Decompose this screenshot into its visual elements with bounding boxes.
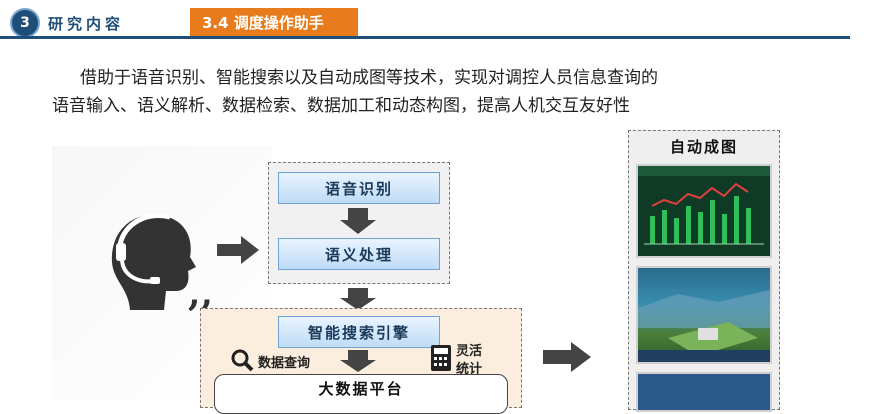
flexible-stats-label-1: 灵活 (456, 344, 483, 359)
arrow-down-icon (340, 208, 376, 234)
data-query-label: 数据查询 (258, 356, 311, 371)
arrow-right-icon (543, 342, 591, 372)
big-data-platform-label: 大数据平台 (318, 380, 404, 398)
smart-search-engine-step[interactable]: 智能搜索引擎 (278, 316, 440, 348)
calculator-icon (431, 345, 451, 371)
magnifier-icon (231, 349, 254, 372)
semantic-processing-step[interactable]: 语义处理 (278, 238, 440, 270)
map-thumbnail[interactable] (636, 266, 772, 364)
section-number-badge: 3 (10, 8, 40, 38)
intro-line-2: 语音输入、语义解析、数据检索、数据加工和动态构图，提高人机交互友好性 (52, 96, 630, 116)
svg-text:,,: ,, (188, 272, 213, 314)
intro-line-1: 借助于语音识别、智能搜索以及自动成图等技术，实现对调控人员信息查询的 (80, 68, 658, 88)
section-title: 研究内容 (48, 15, 125, 33)
arrow-down-icon (340, 350, 376, 372)
speech-recognition-step[interactable]: 语音识别 (278, 172, 440, 204)
auto-chart-title: 自动成图 (669, 138, 738, 156)
table-thumbnail[interactable] (636, 372, 772, 412)
headset-person-icon: ,, (111, 213, 213, 314)
subsection-tab: 3.4 调度操作助手 (190, 8, 358, 36)
header-divider (0, 36, 850, 39)
arrow-right-icon (217, 236, 259, 264)
arrow-down-icon (340, 288, 376, 310)
flexible-stats-label-2: 统计 (456, 362, 483, 377)
chart-thumbnail[interactable] (636, 164, 772, 258)
